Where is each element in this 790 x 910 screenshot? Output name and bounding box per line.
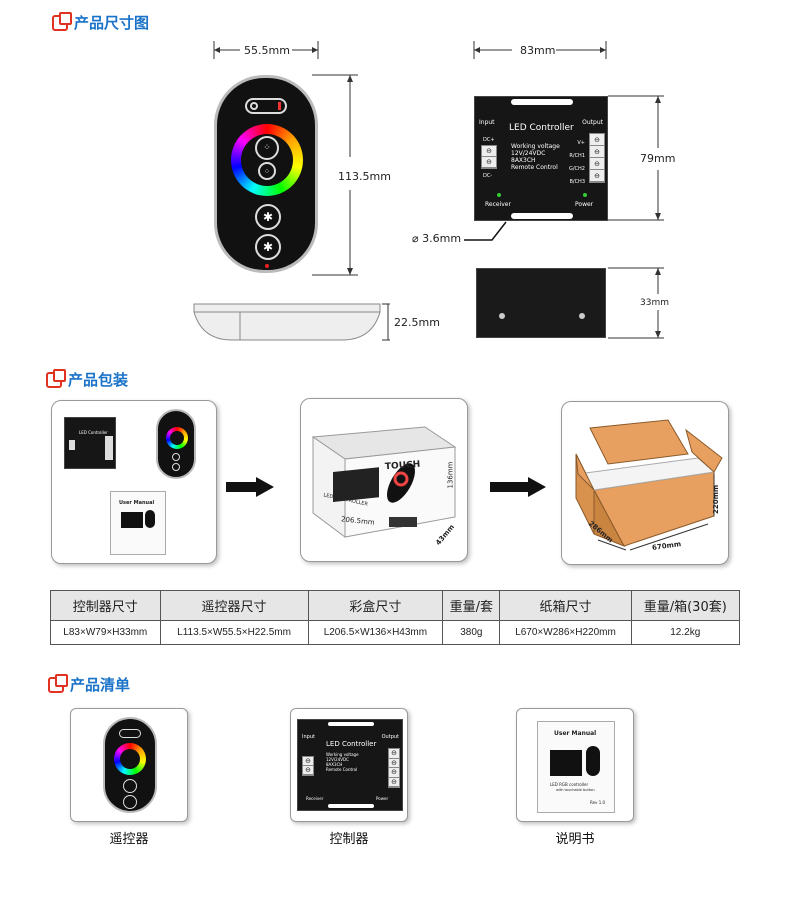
- user-manual-thumbnail: User Manual: [110, 491, 166, 555]
- section-title-product-list: 产品清单: [48, 673, 131, 695]
- section-title-packaging: 产品包装: [46, 368, 129, 390]
- section-icon: [52, 11, 72, 31]
- package-contents-card: LED Controller User Manual: [51, 400, 217, 564]
- remote-height-dimension-line: [312, 74, 358, 276]
- power-label: Power: [575, 201, 594, 208]
- controller-title: LED Controller: [509, 123, 574, 133]
- power-led: [583, 193, 587, 197]
- section-icon: [46, 368, 66, 388]
- arrow-2-head: [528, 477, 546, 497]
- receiver-label: Receiver: [485, 201, 511, 208]
- carton-illustration: [575, 419, 723, 551]
- hole-diameter-label: ⌀ 3.6mm: [412, 232, 462, 245]
- spec-table-row: L83×W79×H33mm L113.5×W55.5×H22.5mm L206.…: [50, 620, 741, 645]
- spec-cell: L113.5×W55.5×H22.5mm: [159, 620, 309, 645]
- controller-depth-dimension-line: [608, 267, 664, 339]
- arrow-1-head: [256, 477, 274, 497]
- section-icon: [48, 673, 68, 693]
- box-height-label: 136mm: [446, 461, 455, 489]
- remote-height-label: 113.5mm: [338, 170, 391, 183]
- list-item-manual: User Manual LED RGB controller with touc…: [516, 708, 634, 822]
- remote-width-dimension-line: [213, 41, 319, 59]
- section-title-text: 产品尺寸图: [74, 14, 150, 32]
- controller-thumbnail: Input Output LED Controller ⊖⊖ Working v…: [297, 719, 403, 811]
- controller-side-view: [476, 268, 606, 338]
- spec-cell: L83×W79×H33mm: [50, 620, 161, 645]
- spec-cell: 12.2kg: [630, 620, 741, 645]
- controller-width-dimension-line: [473, 41, 607, 59]
- spec-header: 遥控器尺寸: [159, 590, 309, 621]
- color-box-card: TOUCH LED CONTROLLER 136mm 206.5mm 43mm: [300, 398, 468, 562]
- list-item-remote: [70, 708, 188, 822]
- mode-button-icon: ⁘: [255, 136, 279, 160]
- output-terminal: ⊖⊖⊖⊖: [589, 133, 605, 183]
- color-box-illustration: [311, 426, 457, 538]
- list-item-controller: Input Output LED Controller ⊖⊖ Working v…: [290, 708, 408, 822]
- section-title-text: 产品清单: [70, 676, 131, 694]
- controller-front-view: Input Output LED Controller DC+ ⊖⊖ DC- W…: [474, 96, 608, 221]
- spec-header: 纸箱尺寸: [499, 590, 632, 621]
- arrow-2: [490, 482, 528, 492]
- list-item-caption: 控制器: [329, 832, 369, 847]
- controller-depth-label: 33mm: [640, 298, 669, 308]
- list-item-caption: 说明书: [555, 832, 595, 847]
- section-title-dimensions: 产品尺寸图: [52, 11, 150, 33]
- input-terminal: ⊖⊖: [481, 145, 497, 169]
- spec-header: 重量/箱(30套): [630, 590, 741, 621]
- on-off-switch-icon: [245, 98, 287, 114]
- spec-cell: L670×W286×H220mm: [499, 620, 632, 645]
- spec-header: 彩盒尺寸: [307, 590, 444, 621]
- spec-header: 控制器尺寸: [50, 590, 161, 621]
- remote-thumbnail: [156, 409, 196, 479]
- spec-cell: L206.5×W136×H43mm: [307, 620, 444, 645]
- indicator-led: [265, 264, 269, 268]
- carton-card: 220mm 286mm 670mm: [561, 401, 729, 565]
- controller-thumbnail: LED Controller: [64, 417, 116, 469]
- input-label: Input: [479, 119, 495, 126]
- brightness-up-icon: ✱: [255, 204, 281, 230]
- remote-width-label: 55.5mm: [244, 44, 290, 57]
- color-wheel-icon: ⁘ ⁘: [231, 124, 303, 196]
- controller-height-dimension-line: [608, 95, 664, 221]
- controller-width-label: 83mm: [520, 44, 556, 57]
- dc-minus-label: DC-: [483, 173, 493, 179]
- controller-height-label: 79mm: [640, 152, 676, 165]
- dc-plus-label: DC+: [483, 137, 495, 143]
- spec-cell: 380g: [442, 620, 501, 645]
- user-manual-thumbnail: User Manual LED RGB controller with touc…: [537, 721, 615, 813]
- receiver-led: [497, 193, 501, 197]
- spec-table: 控制器尺寸 遥控器尺寸 彩盒尺寸 重量/套 纸箱尺寸 重量/箱(30套) L83…: [50, 590, 741, 645]
- spec-table-header-row: 控制器尺寸 遥控器尺寸 彩盒尺寸 重量/套 纸箱尺寸 重量/箱(30套): [50, 590, 741, 621]
- speed-button-icon: ⁘: [258, 162, 276, 180]
- remote-front-view: ⁘ ⁘ ✱ ✱: [214, 75, 318, 273]
- remote-side-view: [193, 303, 390, 341]
- output-label: Output: [582, 119, 603, 126]
- remote-thumbnail: [103, 717, 157, 813]
- spec-header: 重量/套: [442, 590, 501, 621]
- carton-height-label: 220mm: [712, 484, 720, 514]
- brightness-down-icon: ✱: [255, 234, 281, 260]
- section-title-text: 产品包装: [68, 371, 129, 389]
- remote-thickness-label: 22.5mm: [394, 316, 440, 329]
- hole-leader-line: [464, 221, 507, 241]
- arrow-1: [226, 482, 256, 492]
- list-item-caption: 遥控器: [109, 832, 149, 847]
